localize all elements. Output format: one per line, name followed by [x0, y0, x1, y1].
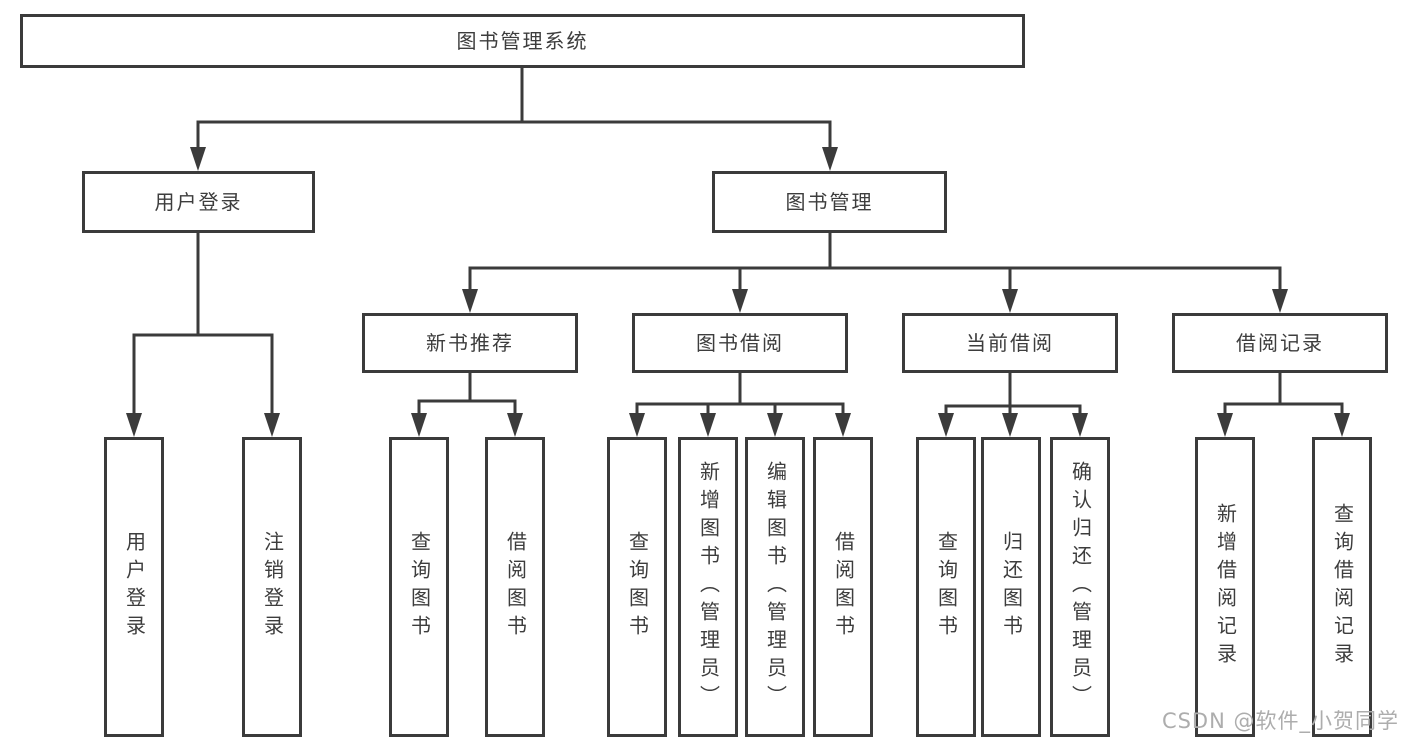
leaf-query-books-recommend: 查询图书	[389, 437, 449, 737]
leaf-logout: 注销登录	[242, 437, 302, 737]
node-book-borrow: 图书借阅	[632, 313, 848, 373]
leaf-query-books-current: 查询图书	[916, 437, 976, 737]
node-new-book-recommend: 新书推荐	[362, 313, 578, 373]
node-user-login: 用户登录	[82, 171, 315, 233]
leaf-query-books-borrow: 查询图书	[607, 437, 667, 737]
node-book-management: 图书管理	[712, 171, 947, 233]
node-borrow-records: 借阅记录	[1172, 313, 1388, 373]
leaf-borrow-books: 借阅图书	[813, 437, 873, 737]
node-current-borrow: 当前借阅	[902, 313, 1118, 373]
leaf-query-borrow-record: 查询借阅记录	[1312, 437, 1372, 737]
leaf-confirm-return-admin: 确认归还（管理员）	[1050, 437, 1110, 737]
leaf-return-books: 归还图书	[981, 437, 1041, 737]
leaf-add-books-admin: 新增图书（管理员）	[678, 437, 738, 737]
node-root: 图书管理系统	[20, 14, 1025, 68]
leaf-user-login: 用户登录	[104, 437, 164, 737]
leaf-add-borrow-record: 新增借阅记录	[1195, 437, 1255, 737]
watermark: CSDN @软件_小贺同学	[1161, 709, 1399, 733]
leaf-edit-books-admin: 编辑图书（管理员）	[745, 437, 805, 737]
leaf-borrow-books-recommend: 借阅图书	[485, 437, 545, 737]
